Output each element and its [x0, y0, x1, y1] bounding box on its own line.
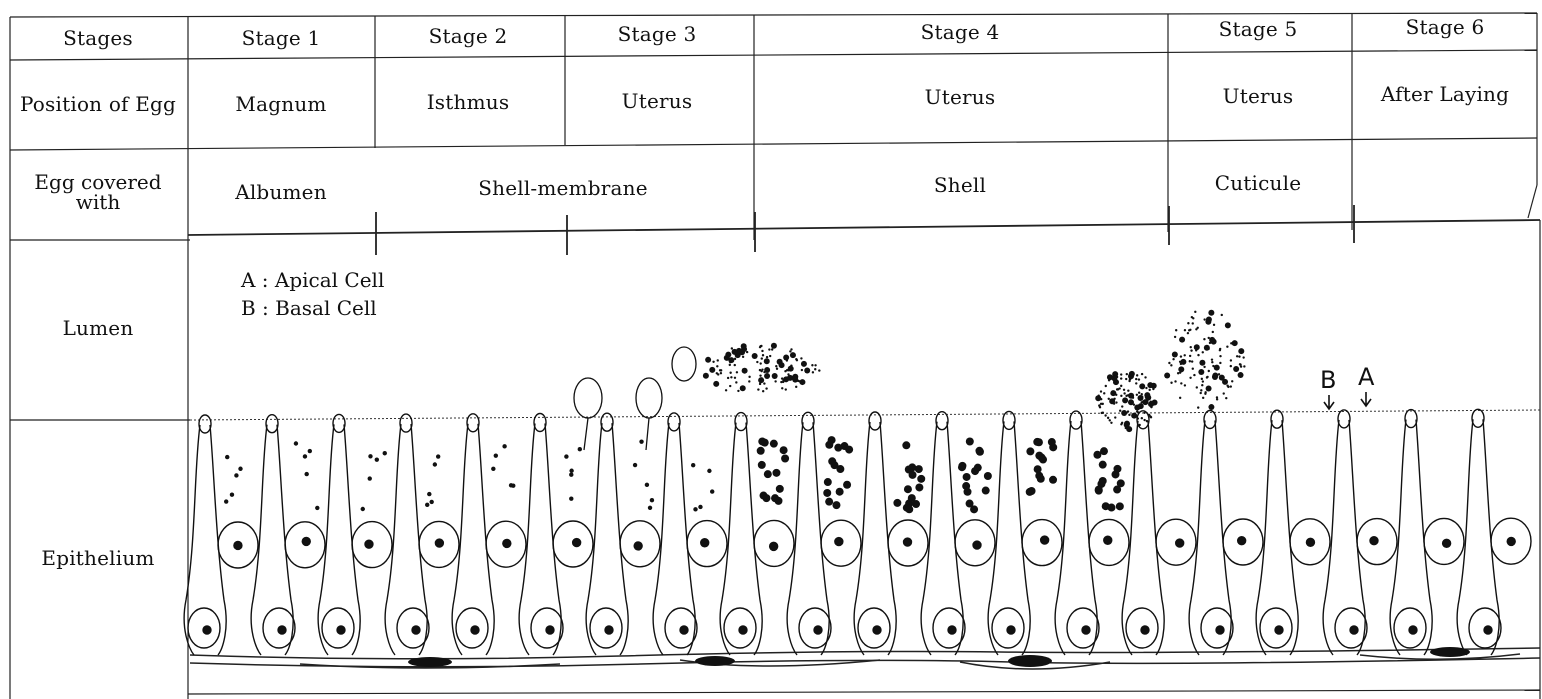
arrow-a-icon	[1361, 392, 1371, 406]
arrow-b-icon	[1324, 395, 1334, 409]
